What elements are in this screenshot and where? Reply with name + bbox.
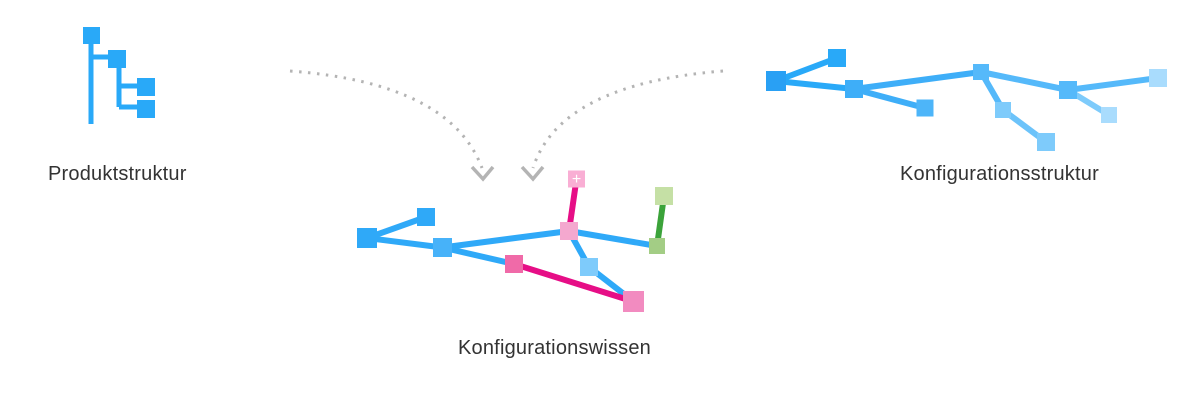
konfigurationsstruktur-node-e: [973, 64, 989, 80]
konfigurationsstruktur-node-j: [1149, 69, 1167, 87]
konfigurationswissen-node-bpink: [623, 291, 644, 312]
left-dotted-arrow-arrowhead-icon: [470, 165, 495, 182]
konfigurationsstruktur-edge-c-d: [853, 86, 926, 111]
konfigurationswissen-node-plus-plus-icon: +: [572, 171, 581, 188]
produktstruktur-node-child1b: [137, 100, 155, 118]
konfigurationswissen-node-gbot: [649, 238, 665, 254]
konfigurationswissen-node-lblue: [580, 258, 598, 276]
produktstruktur-node-child1: [108, 50, 126, 68]
konfigurationsstruktur-label: Konfigurationsstruktur: [900, 163, 1099, 185]
konfigurationsstruktur-edge-e-h: [980, 69, 1069, 93]
konfigurationsstruktur-graph: [766, 49, 1167, 151]
produktstruktur-node-child1a: [137, 78, 155, 96]
konfigurationswissen-edge-hub-gbot: [568, 228, 658, 249]
right-dotted-arrow-arrowhead-icon: [520, 165, 545, 182]
left-dotted-arrow-curve: [289, 69, 484, 169]
konfigurationsstruktur-edge-c-e: [853, 69, 982, 92]
konfigurationswissen-label: Konfigurationswissen: [458, 337, 651, 359]
produktstruktur-node-root: [83, 27, 100, 44]
konfigurationswissen-edge-bigleft-mid: [366, 235, 443, 251]
konfigurationsstruktur-edge-a-c: [775, 78, 855, 92]
konfigurationswissen-node-bigleft: [357, 228, 377, 248]
konfigurationsstruktur-node-g: [1037, 133, 1055, 151]
konfigurationsstruktur-node-a: [766, 71, 786, 91]
konfigurationsstruktur-edge-a-b: [774, 55, 839, 84]
konfigurationsstruktur-node-i: [1101, 107, 1117, 123]
konfigurationsstruktur-node-f: [995, 102, 1011, 118]
konfigurationswissen-graph: +: [357, 170, 673, 312]
konfigurationsstruktur-node-b: [828, 49, 846, 67]
konfigurationsstruktur-node-c: [845, 80, 863, 98]
konfigurationswissen-node-mpink: [505, 255, 523, 273]
konfigurationswissen-edge-mpink-bpink: [513, 261, 635, 305]
konfigurationswissen-node-topblue: [417, 208, 435, 226]
konfigurationswissen-node-mid: [433, 238, 452, 257]
konfigurationsstruktur-edge-h-j: [1067, 75, 1159, 93]
konfigurationsstruktur-node-d: [916, 99, 934, 117]
produktstruktur-label: Produktstruktur: [48, 163, 187, 185]
konfigurationswissen-node-plus: [568, 170, 585, 188]
konfigurationswissen-edge-mid-mpink: [441, 244, 515, 267]
konfigurationsstruktur-node-h: [1059, 81, 1077, 99]
right-dotted-arrow-curve: [531, 69, 724, 169]
produktstruktur-graph: [83, 27, 155, 124]
konfigurationswissen-edge-mid-hub: [442, 228, 570, 251]
konfigurationswissen-node-hub: [560, 222, 578, 240]
konfigurationswissen-node-gtop: [655, 187, 673, 205]
